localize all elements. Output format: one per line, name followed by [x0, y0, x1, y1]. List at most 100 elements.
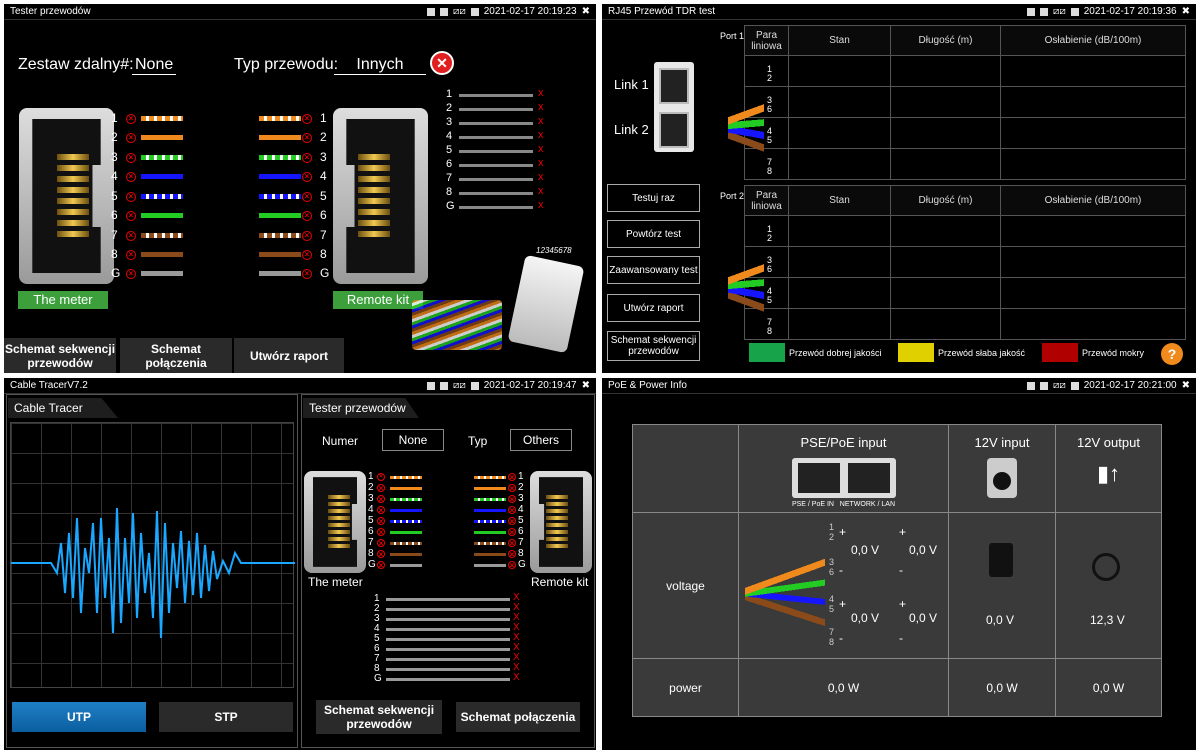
create-report-button[interactable]: Utwórz raport: [607, 294, 700, 322]
type-value[interactable]: Innych: [334, 56, 426, 75]
wire-6: [141, 213, 183, 218]
image-icon: [1027, 381, 1036, 390]
rj45-plug-image: [507, 254, 585, 354]
cancel-icon[interactable]: ✕: [430, 51, 454, 75]
col-status: Stan: [788, 185, 891, 216]
battery-icon: [470, 381, 479, 390]
voltage-12v-out: 12,3 V: [1090, 613, 1125, 627]
table-row: [744, 246, 1186, 278]
type-label: Typ przewodu:: [234, 56, 339, 73]
type-value[interactable]: Others: [510, 429, 572, 451]
col-length: Długość (m): [890, 25, 1001, 56]
close-icon[interactable]: ✖: [581, 6, 590, 17]
pin-number: 8: [111, 247, 118, 261]
pin-number: 2: [111, 130, 118, 144]
datetime: 2021-02-17 20:19:47: [483, 380, 577, 391]
wire-4: [141, 174, 183, 179]
remote-label: Zestaw zdalny#:: [18, 56, 134, 73]
network-icon: ⧄⧄: [453, 380, 466, 391]
cable-bundle-image: [412, 300, 502, 350]
close-icon[interactable]: ✖: [581, 380, 590, 391]
number-value[interactable]: None: [382, 429, 444, 451]
advanced-test-button[interactable]: Zaawansowany test: [607, 256, 700, 284]
power-label: power: [632, 658, 739, 717]
stp-button[interactable]: STP: [159, 702, 293, 732]
sd-card-icon: [440, 7, 449, 16]
legend-poor-label: Przewód słaba jakość: [938, 348, 1026, 358]
pin-number: 4: [320, 169, 327, 183]
table-row: [744, 277, 1186, 309]
wire-3: [141, 155, 183, 160]
power-pse: 0,0 W: [738, 658, 949, 717]
close-icon[interactable]: ✖: [1181, 380, 1190, 391]
datetime: 2021-02-17 20:21:00: [1083, 380, 1177, 391]
poe-table: PSE/PoE input PSE / PoE IN NETWORK / LAN…: [632, 424, 1162, 717]
meter-connector-image: [304, 471, 366, 573]
table-row: [744, 308, 1186, 340]
tdr-panel: RJ45 Przewód TDR test ⧄⧄2021-02-17 20:19…: [602, 4, 1196, 373]
table-row: [744, 86, 1186, 118]
window-title: Tester przewodów: [10, 6, 91, 17]
wire-sequence-button[interactable]: Schemat sekwencji przewodów: [607, 331, 700, 361]
out12-header: 12V output ▮↑: [1055, 424, 1162, 513]
wire-sequence-button[interactable]: Schemat sekwencji przewodów: [316, 700, 442, 734]
serial-number: 12345678: [536, 246, 572, 255]
pse-header: PSE/PoE input PSE / PoE IN NETWORK / LAN: [738, 424, 949, 513]
remote-connector-image: [530, 471, 592, 573]
corner-cell: [632, 424, 739, 513]
window-title: Cable TracerV7.2: [10, 380, 88, 391]
legend-wet-label: Przewód mokry: [1082, 348, 1145, 358]
help-icon[interactable]: ?: [1161, 343, 1183, 365]
voltage-12v-in: 0,0 V: [986, 613, 1015, 627]
repeat-test-button[interactable]: Powtórz test: [607, 220, 700, 248]
pin-number: 3: [111, 150, 118, 164]
tester-panel: Tester przewodów ⧄⧄2021-02-17 20:19:23✖ …: [4, 4, 596, 373]
dual-port-image: [654, 62, 694, 152]
tab-connection-diagram[interactable]: Schemat połączenia: [120, 338, 232, 373]
pair-wires-1: [728, 68, 764, 178]
port-caption: PSE / PoE IN NETWORK / LAN: [791, 501, 896, 508]
pair-wires-2: [728, 228, 764, 338]
pin-number: 3: [320, 150, 327, 164]
remote-value[interactable]: None: [132, 56, 177, 75]
waveform-chart: [11, 507, 295, 639]
tracer-panel: Cable TracerV7.2 ⧄⧄2021-02-17 20:19:47✖ …: [4, 378, 596, 750]
battery-icon: [470, 7, 479, 16]
col-pair: Para liniowa: [744, 185, 789, 216]
datetime: 2021-02-17 20:19:36: [1083, 6, 1177, 17]
pin-number: G: [111, 266, 121, 280]
test-once-button[interactable]: Testuj raz: [607, 184, 700, 212]
connection-diagram-button[interactable]: Schemat połączenia: [456, 702, 580, 732]
tab-create-report[interactable]: Utwórz raport: [234, 338, 344, 373]
power-12v-out: 0,0 W: [1055, 658, 1162, 717]
tracer-frame: [6, 394, 298, 748]
pin-number: 7: [320, 228, 327, 242]
sd-card-icon: [440, 381, 449, 390]
port2-label: Port 2: [720, 191, 745, 201]
close-icon[interactable]: ✖: [1181, 6, 1190, 17]
window-title: RJ45 Przewód TDR test: [608, 6, 716, 17]
datetime: 2021-02-17 20:19:23: [483, 6, 577, 17]
table-row: [744, 55, 1186, 87]
col-attenuation: Osłabienie (dB/100m): [1000, 185, 1186, 216]
tab-wire-sequence[interactable]: Schemat sekwencji przewodów: [4, 338, 116, 373]
dc-output-icon: ▮↑: [1096, 461, 1121, 486]
window-title: PoE & Power Info: [608, 380, 687, 391]
sd-card-icon: [1040, 7, 1049, 16]
voltage-label: voltage: [632, 512, 739, 659]
utp-button[interactable]: UTP: [12, 702, 146, 732]
tab-tester[interactable]: Tester przewodów: [303, 398, 419, 418]
signal-waveform: [10, 422, 295, 688]
out12-header-label: 12V output: [1077, 435, 1140, 450]
pin-number: 4: [111, 169, 118, 183]
image-icon: [427, 381, 436, 390]
in12-header-label: 12V input: [974, 435, 1030, 450]
table-row: [744, 148, 1186, 180]
in12-voltage-cell: 0,0 V: [948, 512, 1056, 659]
tab-cable-tracer[interactable]: Cable Tracer: [8, 398, 118, 418]
wire-5: [141, 194, 183, 199]
pin-number: G: [320, 266, 330, 280]
network-icon: ⧄⧄: [453, 6, 466, 17]
poe-panel: PoE & Power Info ⧄⧄2021-02-17 20:21:00✖ …: [602, 378, 1196, 750]
